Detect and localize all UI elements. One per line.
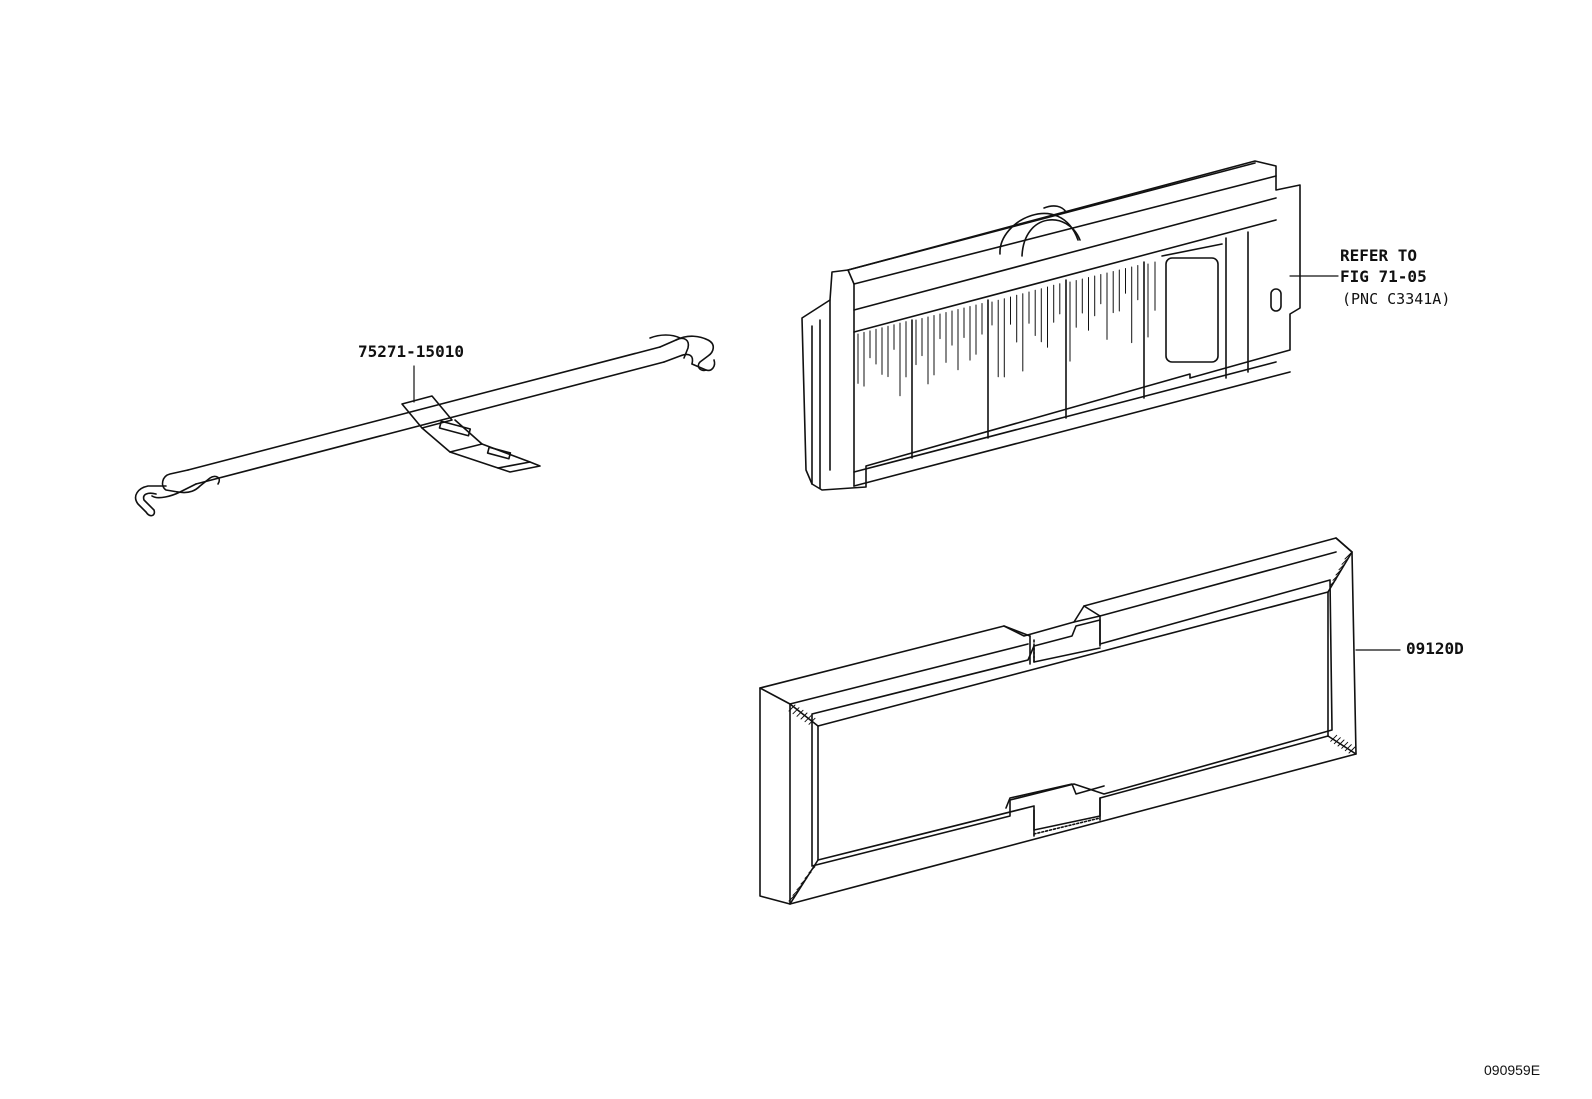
part-number-label-box[interactable]: 09120D — [1406, 639, 1464, 658]
wire-hanger-part — [136, 335, 715, 516]
box-corner-hatching — [789, 553, 1355, 901]
refer-label-line2[interactable]: FIG 71-05 — [1340, 267, 1427, 286]
panel-hatching — [858, 262, 1155, 396]
refer-label-line1[interactable]: REFER TO — [1340, 246, 1418, 265]
refer-label-line3[interactable]: (PNC C3341A) — [1342, 290, 1451, 308]
cargo-box-part — [760, 538, 1400, 904]
cover-panel-part — [802, 161, 1338, 490]
drawing-code: 090959E — [1484, 1062, 1541, 1078]
part-number-label-wire[interactable]: 75271-15010 — [358, 342, 464, 361]
